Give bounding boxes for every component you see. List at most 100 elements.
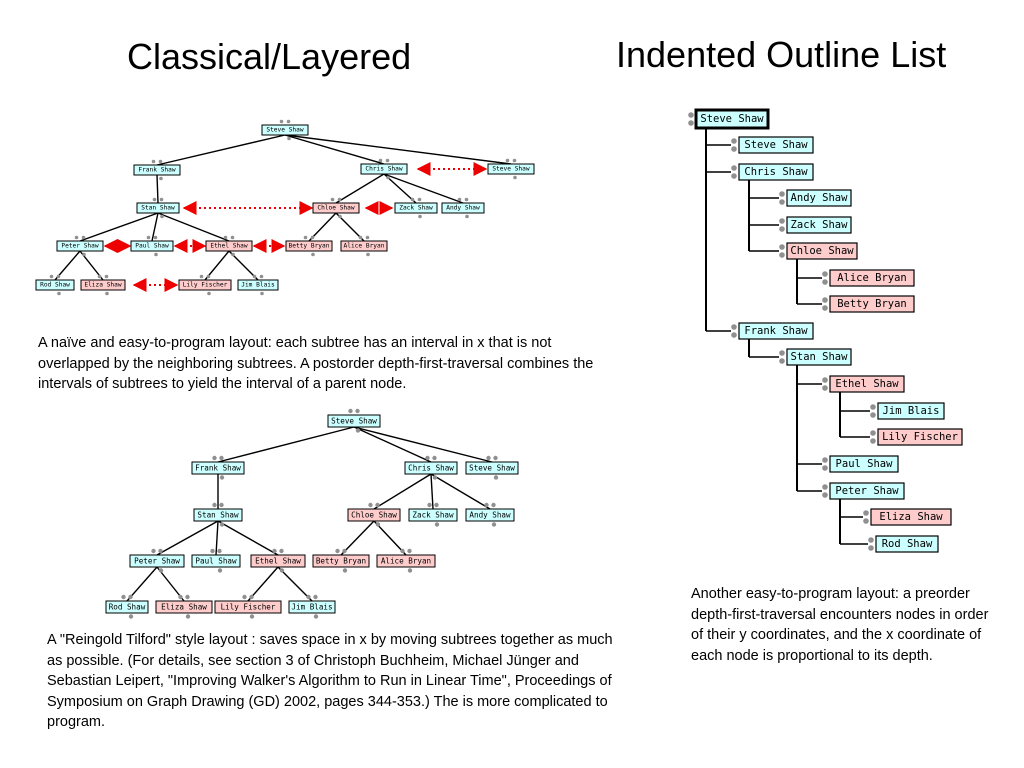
node-handle-dot bbox=[868, 545, 874, 551]
classical-layered-title: Classical/Layered bbox=[127, 36, 412, 77]
node-handle-dot bbox=[286, 119, 291, 124]
node-handle-dot bbox=[160, 214, 164, 219]
tree-node-steve-shaw: Steve Shaw bbox=[487, 163, 535, 175]
node-handle-dot bbox=[303, 235, 308, 240]
classical-layout-caption: A naïve and easy-to-program layout: each… bbox=[38, 335, 594, 392]
node-label: Stan Shaw bbox=[791, 351, 849, 363]
node-box bbox=[155, 600, 213, 614]
node-box bbox=[360, 163, 408, 175]
node-handle-dot bbox=[217, 548, 222, 554]
node-handle-dot bbox=[358, 235, 363, 240]
node-label: Andy Shaw bbox=[446, 205, 480, 212]
node-handle-dot bbox=[185, 594, 190, 600]
tree-node-lily-fischer: Lily Fischer bbox=[877, 428, 963, 446]
node-handle-dot bbox=[330, 197, 335, 202]
node-handle-dot bbox=[128, 594, 133, 600]
node-handle-dot bbox=[731, 324, 737, 330]
node-box bbox=[340, 240, 388, 252]
outline-layout-caption: Another easy-to-program layout: a preord… bbox=[691, 586, 989, 664]
node-label: Betty Bryan bbox=[837, 298, 907, 310]
node-box bbox=[214, 600, 282, 614]
node-box bbox=[250, 554, 306, 568]
node-label: Chloe Shaw bbox=[317, 205, 355, 212]
tree-node-alice-bryan: Alice Bryan bbox=[829, 269, 915, 287]
node-handle-dot bbox=[154, 252, 158, 257]
node-label: Jim Blais bbox=[883, 405, 940, 417]
node-handle-dot bbox=[432, 475, 438, 480]
node-box bbox=[312, 202, 360, 214]
node-handle-dot bbox=[822, 271, 828, 277]
node-box bbox=[829, 482, 905, 500]
node-handle-dot bbox=[121, 594, 126, 600]
tree-node-paul-shaw: Paul Shaw bbox=[829, 455, 899, 473]
tree-node-chloe-shaw: Chloe Shaw bbox=[786, 242, 858, 260]
tree-node-chris-shaw: Chris Shaw bbox=[738, 163, 814, 181]
tree-node-steve-shaw: Steve Shaw bbox=[694, 108, 770, 130]
node-handle-dot bbox=[249, 594, 254, 600]
tree-node-jim-blais: Jim Blais bbox=[237, 279, 279, 291]
node-label: Rod Shaw bbox=[40, 282, 70, 289]
node-handle-dot bbox=[348, 408, 353, 414]
node-label: Chloe Shaw bbox=[790, 245, 854, 257]
node-handle-dot bbox=[779, 358, 785, 364]
node-handle-dot bbox=[207, 291, 211, 296]
node-box bbox=[829, 295, 915, 313]
node-handle-dots bbox=[49, 112, 876, 619]
node-handle-dot bbox=[779, 252, 785, 258]
node-handle-dot bbox=[822, 465, 828, 471]
node-handle-dot bbox=[822, 492, 828, 498]
node-box bbox=[347, 508, 401, 522]
node-handle-dot bbox=[159, 176, 163, 181]
tree-edges bbox=[54, 128, 870, 602]
tree-node-chris-shaw: Chris Shaw bbox=[360, 163, 408, 175]
node-handle-dot bbox=[822, 457, 828, 463]
node-label: Steve Shaw bbox=[331, 417, 377, 426]
node-handle-dot bbox=[104, 274, 109, 279]
tree-node-frank-shaw: Frank Shaw bbox=[738, 322, 814, 340]
tree-node-lily-fischer: Lily Fischer bbox=[214, 600, 282, 614]
node-handle-dot bbox=[287, 136, 291, 141]
indented-outline-title: Indented Outline List bbox=[616, 34, 947, 75]
node-handle-dot bbox=[249, 614, 255, 619]
tree-edge bbox=[156, 174, 159, 204]
node-handle-dot bbox=[212, 502, 217, 508]
node-handle-dot bbox=[385, 158, 390, 163]
tree-node-zack-shaw: Zack Shaw bbox=[408, 508, 458, 522]
tree-node-betty-bryan: Betty Bryan bbox=[285, 240, 333, 252]
node-handle-dot bbox=[418, 214, 422, 219]
node-label: Steve Shaw bbox=[744, 139, 808, 151]
node-box bbox=[205, 240, 253, 252]
tree-edge bbox=[284, 134, 385, 165]
node-box bbox=[786, 216, 852, 234]
node-label: Jim Blais bbox=[291, 603, 332, 612]
node-box bbox=[465, 508, 515, 522]
node-label: Steve Shaw bbox=[492, 166, 530, 173]
node-box bbox=[56, 240, 104, 252]
node-handle-dot bbox=[731, 146, 737, 152]
node-handle-dot bbox=[779, 244, 785, 250]
node-label: Peter Shaw bbox=[835, 485, 899, 497]
node-label: Peter Shaw bbox=[134, 557, 180, 566]
node-handle-dot bbox=[56, 274, 61, 279]
tree-node-zack-shaw: Zack Shaw bbox=[786, 216, 852, 234]
node-label: Jim Blais bbox=[241, 282, 275, 289]
tree-node-chris-shaw: Chris Shaw bbox=[404, 461, 458, 475]
node-label: Eliza Shaw bbox=[161, 603, 207, 612]
node-box bbox=[129, 554, 185, 568]
node-box bbox=[465, 461, 519, 475]
node-handle-dot bbox=[417, 197, 422, 202]
tree-node-stan-shaw: Stan Shaw bbox=[136, 202, 180, 214]
node-handle-dot bbox=[465, 214, 469, 219]
node-handle-dot bbox=[434, 502, 439, 508]
node-handle-dot bbox=[355, 428, 361, 433]
node-handle-dot bbox=[57, 291, 61, 296]
tree-node-andy-shaw: Andy Shaw bbox=[441, 202, 485, 214]
node-box bbox=[288, 600, 336, 614]
node-handle-dot bbox=[868, 537, 874, 543]
node-handle-dot bbox=[313, 594, 318, 600]
node-handle-dot bbox=[731, 138, 737, 144]
node-box bbox=[394, 202, 438, 214]
node-handle-dot bbox=[434, 522, 440, 527]
node-handle-dot bbox=[158, 568, 164, 573]
tree-node-betty-bryan: Betty Bryan bbox=[312, 554, 370, 568]
